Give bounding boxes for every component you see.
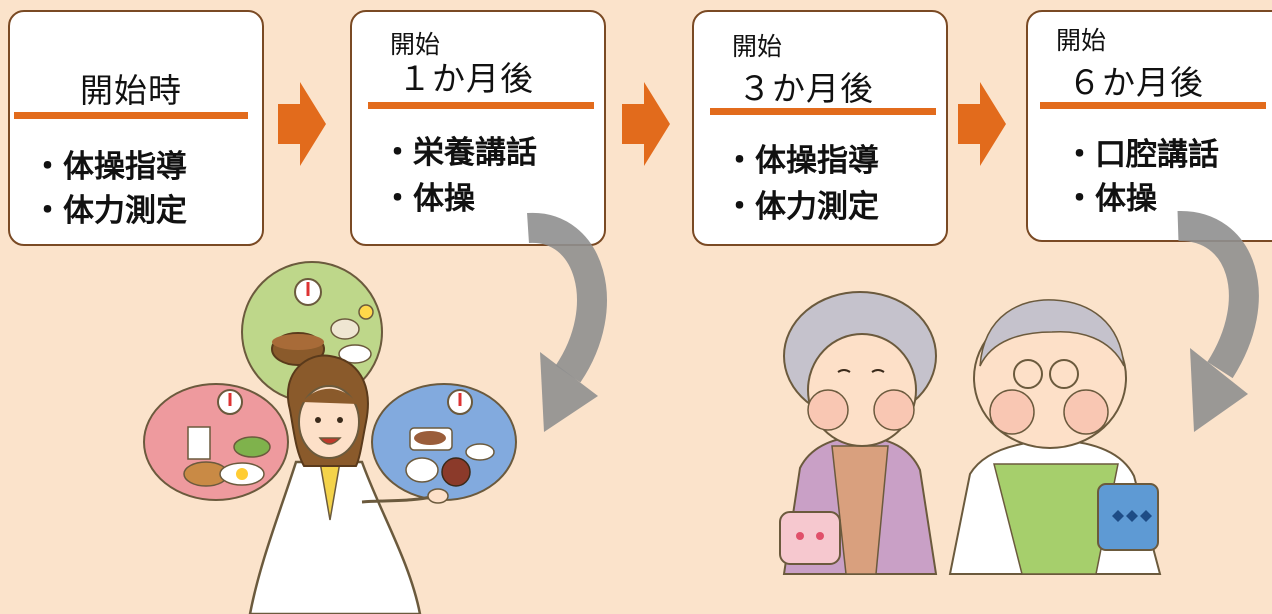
orange-right-arrow-icon: [958, 82, 1006, 166]
step-card-start: 開始時 ・体操指導 ・体力測定: [8, 10, 264, 246]
step-card-3-months: 開始 ３か月後 ・体操指導 ・体力測定: [692, 10, 948, 246]
step-underline: [1040, 102, 1266, 109]
step-underline: [710, 108, 936, 115]
step-title: ３か月後: [738, 69, 874, 108]
step-prefix: 開始: [390, 30, 441, 59]
step-title: 開始時: [80, 71, 182, 110]
gray-curved-arrow-icon: [527, 212, 607, 432]
step-item: ・栄養講話: [382, 135, 537, 171]
nutritionist-with-meals-illustration: [143, 261, 517, 614]
step-title: １か月後: [398, 59, 534, 98]
orange-right-arrow-icon: [622, 82, 670, 166]
step-prefix: 開始: [732, 32, 783, 61]
step-underline: [368, 102, 594, 109]
step-item: ・体操指導: [32, 149, 187, 185]
step-card-6-months: 開始 ６か月後 ・口腔講話 ・体操: [1026, 10, 1272, 242]
gray-curved-arrow-icon: [1177, 211, 1259, 432]
step-item: ・体操: [1064, 181, 1157, 217]
step-underline: [14, 112, 248, 119]
step-item: ・口腔講話: [1064, 137, 1219, 173]
step-item: ・体操: [382, 181, 475, 217]
step-title: ６か月後: [1068, 63, 1204, 102]
step-item: ・体力測定: [32, 193, 187, 229]
step-item: ・体操指導: [724, 143, 879, 179]
step-card-1-month: 開始 １か月後 ・栄養講話 ・体操: [350, 10, 606, 246]
orange-right-arrow-icon: [278, 82, 326, 166]
step-prefix: 開始: [1056, 26, 1107, 55]
elderly-couple-mouth-exercise-illustration: [779, 291, 1162, 575]
step-item: ・体力測定: [724, 189, 879, 225]
